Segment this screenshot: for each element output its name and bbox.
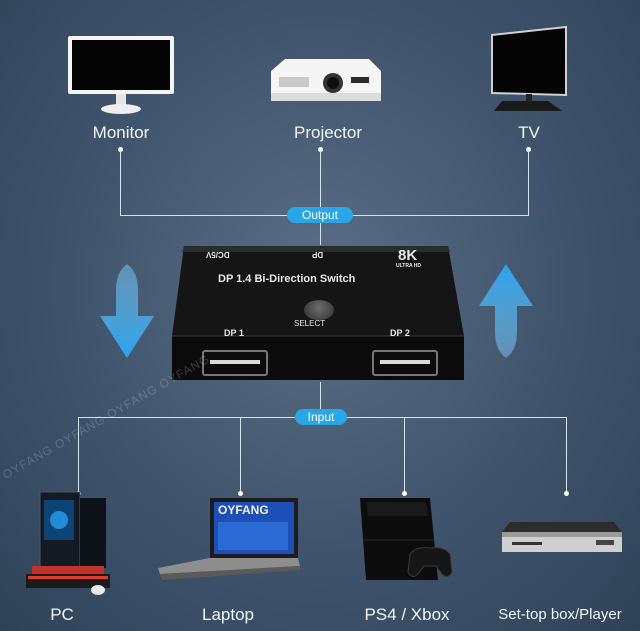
dp1-label: DP 1 bbox=[224, 328, 244, 338]
output-pill: Output bbox=[287, 207, 353, 223]
pc-vertical-line bbox=[78, 417, 79, 493]
ps4-connector-dot bbox=[402, 491, 407, 496]
ps4-vertical-line bbox=[404, 417, 405, 493]
settop-box-label: Set-top box/Player bbox=[498, 606, 622, 623]
dp2-label: DP 2 bbox=[390, 328, 410, 338]
ps4-xbox-label: PS4 / Xbox bbox=[364, 605, 450, 624]
pc-label: PC bbox=[50, 605, 74, 624]
projector-icon bbox=[271, 59, 381, 101]
laptop-icon bbox=[158, 498, 300, 580]
dp-top-label: DP bbox=[312, 250, 324, 259]
pc-icon bbox=[26, 491, 110, 595]
settop-connector-dot bbox=[564, 491, 569, 496]
laptop-screen-brand: OYFANG bbox=[218, 503, 269, 517]
monitor-vertical-line bbox=[120, 150, 121, 215]
brand-8k: 8K bbox=[398, 247, 418, 264]
tv-label: TV bbox=[518, 123, 540, 142]
select-button[interactable] bbox=[304, 300, 334, 320]
dp2-port[interactable] bbox=[372, 350, 438, 376]
switch-to-input-line bbox=[320, 382, 321, 417]
tv-connector-dot bbox=[526, 147, 531, 152]
ultra-hd-label: ULTRA HD bbox=[396, 263, 421, 269]
settop-vertical-line bbox=[566, 417, 567, 493]
laptop-label: Laptop bbox=[202, 605, 254, 624]
dp-switch-device: DC/5V DP 8K ULTRA HD DP 1.4 Bi-Direction… bbox=[172, 244, 464, 382]
up-arrow-icon bbox=[479, 264, 533, 358]
monitor-connector-dot bbox=[118, 147, 123, 152]
select-label: SELECT bbox=[294, 319, 326, 328]
down-arrow-icon bbox=[100, 264, 154, 358]
dc-port-label: DC/5V bbox=[206, 250, 230, 259]
tv-icon bbox=[491, 25, 567, 111]
projector-vertical-line bbox=[320, 150, 321, 245]
tv-vertical-line bbox=[528, 150, 529, 215]
monitor-icon bbox=[68, 36, 174, 114]
projector-label: Projector bbox=[293, 123, 363, 142]
ps4-icon bbox=[360, 498, 453, 580]
laptop-connector-dot bbox=[238, 491, 243, 496]
settop-box-icon bbox=[502, 522, 622, 552]
input-pill: Input bbox=[295, 409, 347, 425]
model-text: DP 1.4 Bi-Direction Switch bbox=[218, 273, 356, 285]
dp1-port[interactable] bbox=[202, 350, 268, 376]
projector-connector-dot bbox=[318, 147, 323, 152]
laptop-vertical-line bbox=[240, 417, 241, 493]
monitor-label: Monitor bbox=[92, 123, 150, 142]
